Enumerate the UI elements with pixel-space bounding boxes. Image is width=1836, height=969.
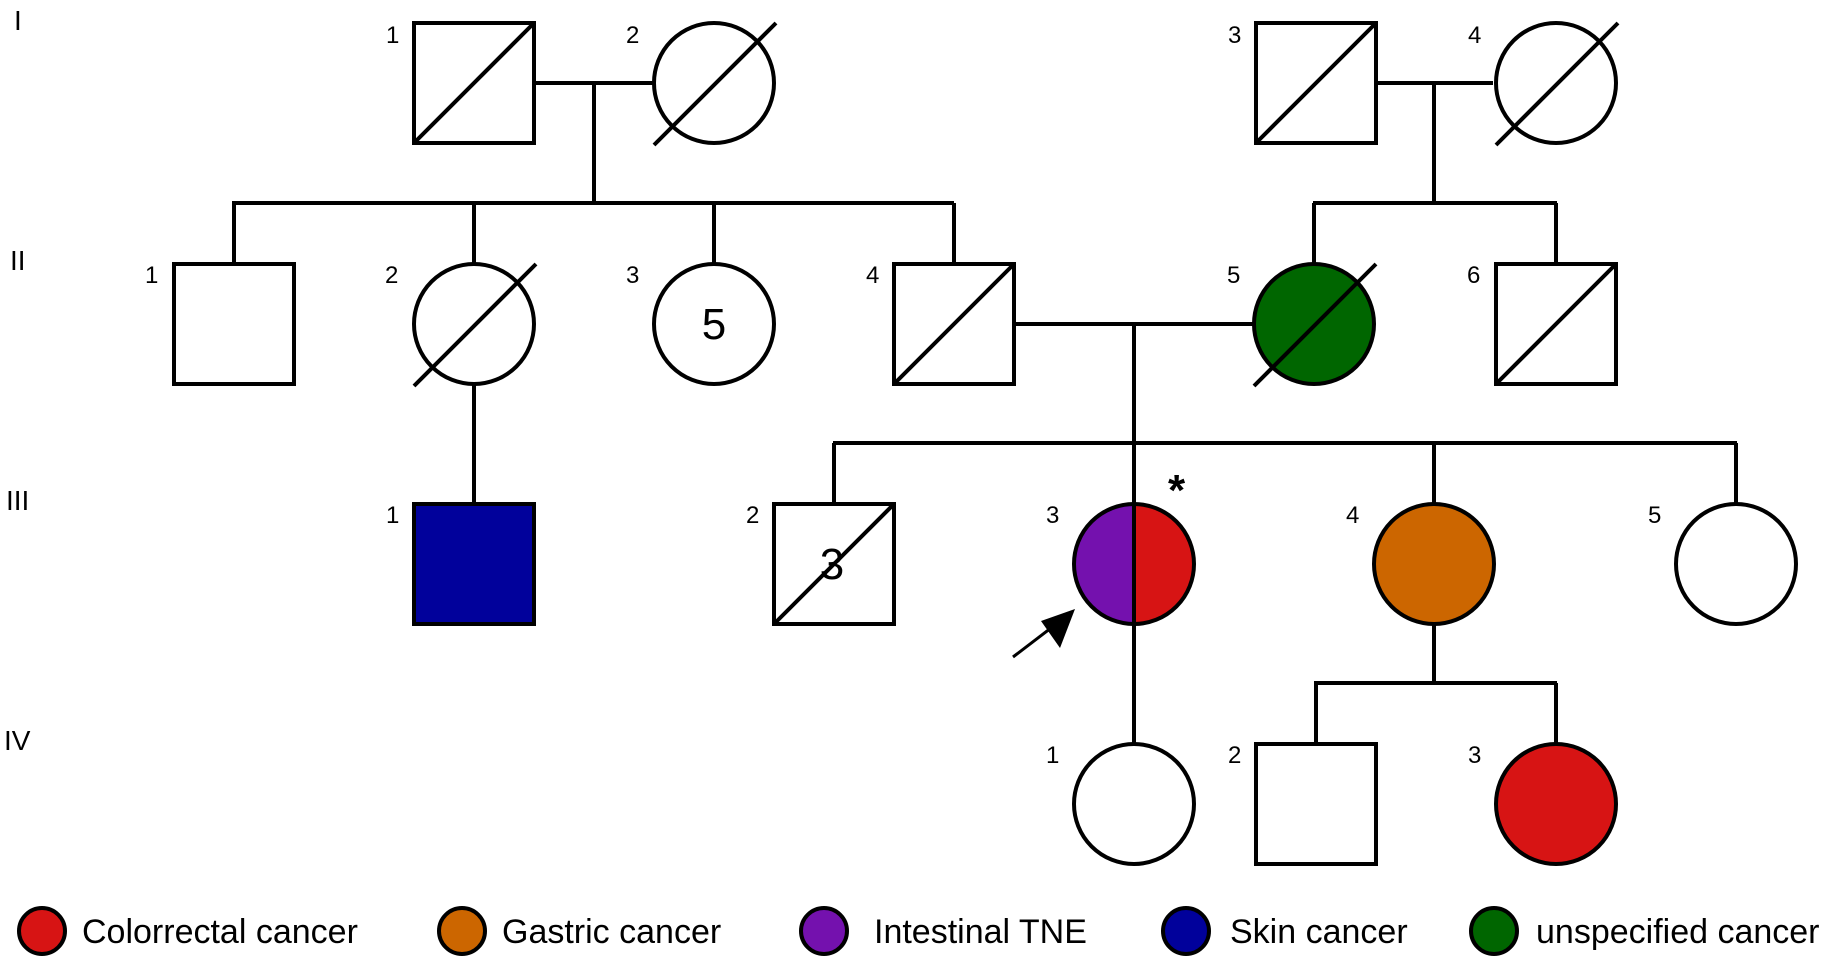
individual-number: 2 [1228, 742, 1241, 769]
generation-label-I: I [14, 5, 22, 36]
female-symbol-affected [1494, 742, 1618, 866]
connector-lines [232, 81, 1738, 744]
proband-arrow-shaft [1012, 626, 1052, 659]
legend-swatch-unspecified [1469, 906, 1519, 956]
deceased-slash [772, 502, 896, 626]
deceased-slash [892, 262, 1016, 386]
individual-III-4: 4 [1346, 502, 1496, 626]
individual-II-1: 1 [145, 262, 296, 386]
legend-item-unspecified: unspecified cancer [1469, 906, 1820, 956]
legend-item-skin: Skin cancer [1161, 906, 1408, 956]
female-symbol [652, 262, 776, 386]
individual-number: 5 [1227, 262, 1240, 289]
individual-number: 1 [145, 262, 158, 289]
sibling-count: 3 [820, 540, 844, 589]
individual-number: 4 [866, 262, 879, 289]
legend-label: Intestinal TNE [874, 913, 1087, 951]
generation-label-III: III [6, 485, 29, 516]
legend-label: Skin cancer [1230, 913, 1408, 951]
individual-II-5: 5 [1227, 262, 1378, 388]
individual-II-3: 5 3 [626, 262, 776, 386]
deceased-slash [1494, 262, 1618, 386]
individual-II-4: 4 [866, 262, 1016, 386]
legend-label: Colorrectal cancer [82, 913, 358, 951]
half-symbol-tne [1074, 504, 1134, 624]
legend-item-tne: Intestinal TNE [799, 906, 1087, 956]
individual-number: 3 [1228, 22, 1241, 49]
legend-swatch-skin [1161, 906, 1211, 956]
individual-number: 6 [1467, 262, 1480, 289]
individual-number: 4 [1346, 502, 1359, 529]
legend-swatch-tne [799, 906, 849, 956]
legend-label: unspecified cancer [1536, 913, 1820, 951]
individual-I-2: 2 [626, 21, 778, 147]
male-symbol [1254, 742, 1378, 866]
proband-arrow-head [1041, 609, 1075, 648]
legend-swatch-colorrectal [17, 906, 67, 956]
female-symbol [1072, 742, 1196, 866]
deceased-slash [1494, 21, 1620, 147]
individual-II-2: 2 [385, 262, 538, 388]
individual-number: 1 [386, 502, 399, 529]
individual-number: 3 [626, 262, 639, 289]
female-symbol [1674, 502, 1798, 626]
individual-number: 1 [1046, 742, 1059, 769]
generation-label-IV: IV [4, 725, 31, 756]
legend-item-colorrectal: Colorrectal cancer [17, 906, 358, 956]
individual-IV-3: 3 [1468, 742, 1618, 866]
asterisk-marker: * [1168, 466, 1186, 515]
individual-I-4: 4 [1468, 21, 1620, 147]
individual-number: 2 [626, 22, 639, 49]
individual-number: 2 [385, 262, 398, 289]
individual-IV-1: 1 [1046, 742, 1196, 866]
individual-II-6: 6 [1467, 262, 1618, 386]
individual-number: 2 [746, 502, 759, 529]
individual-number: 5 [1648, 502, 1661, 529]
deceased-slash [1252, 262, 1378, 388]
generation-label-II: II [10, 245, 26, 276]
deceased-slash [1254, 21, 1378, 145]
legend-item-gastric: Gastric cancer [437, 906, 721, 956]
half-symbol-colorrectal [1134, 504, 1194, 624]
individual-number: 1 [386, 22, 399, 49]
female-symbol-affected [1372, 502, 1496, 626]
male-symbol [172, 262, 296, 386]
individual-I-1: 1 [386, 21, 536, 145]
legend: Colorrectal cancer Gastric cancer Intest… [17, 906, 1820, 956]
legend-swatch-gastric [437, 906, 487, 956]
legend-label: Gastric cancer [502, 913, 721, 951]
deceased-slash [412, 21, 536, 145]
individual-III-1: 1 [386, 502, 536, 626]
individual-III-3-proband: 3 * [1012, 466, 1196, 659]
deceased-slash [652, 21, 778, 147]
individual-III-5: 5 [1648, 502, 1798, 626]
individual-number: 4 [1468, 22, 1481, 49]
sibling-count: 5 [702, 300, 726, 349]
deceased-slash [412, 262, 538, 388]
individual-III-2: 3 2 [746, 502, 896, 626]
individual-I-3: 3 [1228, 21, 1378, 145]
male-symbol-affected [412, 502, 536, 626]
individual-number: 3 [1046, 502, 1059, 529]
individual-number: 3 [1468, 742, 1481, 769]
individual-IV-2: 2 [1228, 742, 1378, 866]
proband-arrow [1012, 609, 1075, 659]
